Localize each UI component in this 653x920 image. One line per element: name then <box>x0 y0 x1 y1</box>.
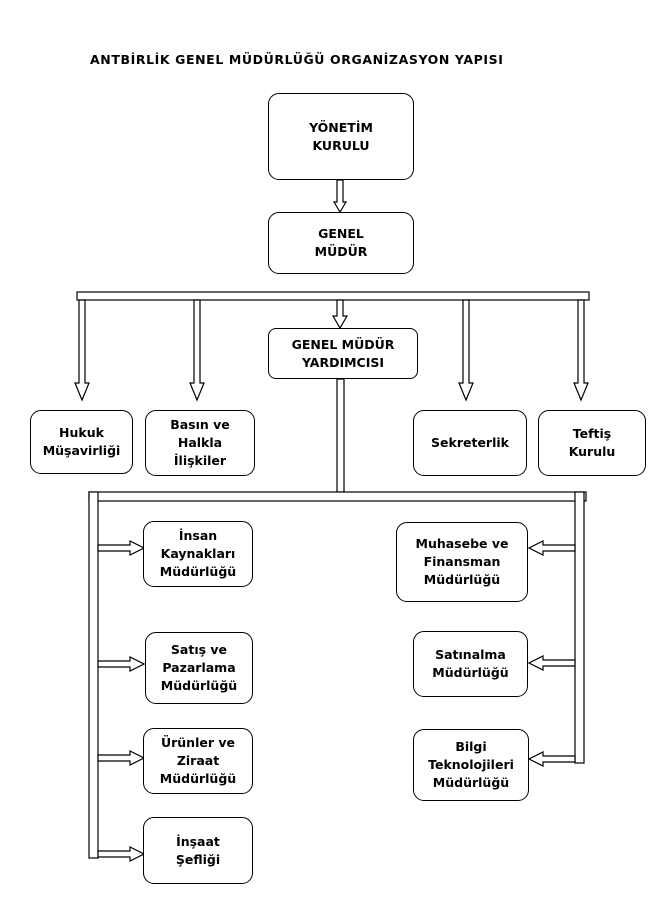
finance-line-3: Müdürlüğü <box>423 572 501 587</box>
arrow-to-finance <box>527 540 576 556</box>
finance-line-1: Muhasebe ve <box>415 536 509 551</box>
arrow-board-to-gm <box>332 179 348 214</box>
secretary-line-1: Sekreterlik <box>431 435 509 450</box>
arrow-to-press <box>189 299 205 402</box>
chart-title: ANTBİRLİK GENEL MÜDÜRLÜĞÜ ORGANİZASYON Y… <box>90 52 504 67</box>
press-line-3: İlişkiler <box>173 453 227 468</box>
press-line-1: Basın ve <box>170 417 230 432</box>
right-vertical-rail <box>574 491 585 764</box>
board-box: YÖNETİM KURULU <box>268 93 414 180</box>
it-line-1: Bilgi <box>455 739 487 754</box>
products-line-2: Ziraat <box>176 753 220 768</box>
legal-line-1: Hukuk <box>59 425 104 440</box>
construction-line-1: İnşaat <box>176 833 220 849</box>
press-line-2: Halkla <box>177 435 223 450</box>
purchasing-line-1: Satınalma <box>435 647 506 662</box>
main-horizontal-bar <box>76 291 590 301</box>
arrow-to-hr <box>97 540 146 556</box>
left-vertical-rail <box>88 491 99 859</box>
hr-line-3: Müdürlüğü <box>159 564 237 579</box>
products-line-1: Ürünler ve <box>160 735 235 750</box>
board-line-1: YÖNETİM <box>309 119 373 135</box>
arrow-to-sales <box>97 656 146 672</box>
arrow-to-it <box>527 751 576 767</box>
board-line-2: KURULU <box>312 137 370 153</box>
construction-line-2: Şefliği <box>175 851 221 867</box>
deputy-down-connector <box>336 378 345 493</box>
sales-line-2: Pazarlama <box>162 660 236 675</box>
gm-line-1: GENEL <box>318 226 364 241</box>
gm-line-2: MÜDÜR <box>314 244 368 259</box>
deputy-line-2: YARDIMCISI <box>301 354 385 370</box>
hr-line-2: Kaynakları <box>160 546 236 561</box>
sales-line-3: Müdürlüğü <box>160 678 238 693</box>
deputy-box: GENEL MÜDÜR YARDIMCISI <box>268 328 418 379</box>
arrow-to-inspection <box>573 299 589 402</box>
arrow-to-secretary <box>458 299 474 402</box>
it-line-3: Müdürlüğü <box>432 775 510 790</box>
lower-horizontal-bar <box>88 491 587 502</box>
purchasing-line-2: Müdürlüğü <box>432 665 509 680</box>
arrow-to-deputy <box>331 299 349 330</box>
it-line-2: Teknolojileri <box>428 757 514 772</box>
hr-line-1: İnsan <box>178 528 218 543</box>
sales-line-1: Satış ve <box>170 642 228 657</box>
finance-line-2: Finansman <box>423 554 501 569</box>
inspection-line-1: Teftiş <box>572 426 612 441</box>
deputy-line-1: GENEL MÜDÜR <box>291 336 395 352</box>
inspection-line-2: Kurulu <box>568 444 616 459</box>
arrow-to-construction <box>97 846 146 862</box>
arrow-to-legal <box>74 299 90 402</box>
secretary-box: Sekreterlik <box>413 410 527 476</box>
arrow-to-purchasing <box>527 655 576 671</box>
legal-line-2: Müşavirliği <box>42 443 121 458</box>
products-line-3: Müdürlüğü <box>159 771 237 786</box>
arrow-to-products <box>97 750 146 766</box>
general-manager-box: GENEL MÜDÜR <box>268 212 414 274</box>
